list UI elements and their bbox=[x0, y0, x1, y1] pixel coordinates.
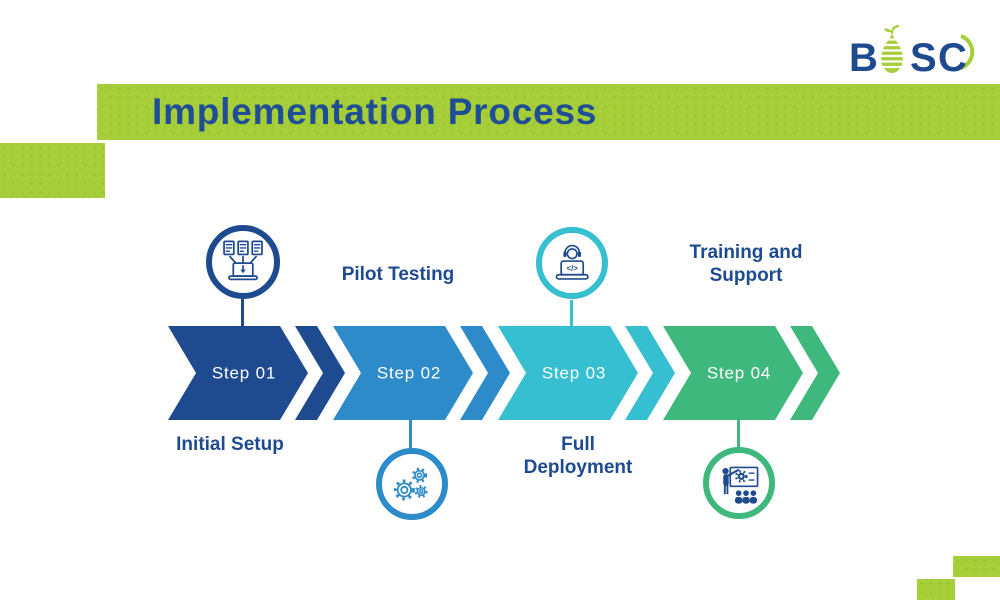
step-02-name: Pilot Testing bbox=[341, 264, 455, 285]
logo-letter-c: C bbox=[938, 36, 967, 79]
page-title: Implementation Process bbox=[152, 91, 598, 132]
step-03-icon-circle: </> bbox=[536, 227, 608, 299]
svg-text:</>: </> bbox=[566, 264, 578, 273]
support-agent-laptop-code-icon: </> bbox=[555, 244, 589, 280]
logo-letter-s: S bbox=[910, 36, 937, 79]
step-04-connector bbox=[737, 420, 740, 448]
bosc-logo-graphic: B S C bbox=[849, 24, 975, 80]
decor-block-left bbox=[0, 143, 105, 198]
logo-green-crescent bbox=[960, 34, 975, 70]
title-band: Implementation Process bbox=[97, 84, 1000, 140]
step-01-icon-circle bbox=[206, 225, 280, 299]
gears-icon bbox=[393, 467, 428, 501]
step-03-arrow: Step 03 bbox=[498, 326, 675, 420]
step-01-label: Step 01 bbox=[212, 364, 276, 383]
step-04-icon-circle bbox=[703, 447, 775, 519]
decor-block-bottom-right-lower bbox=[917, 579, 955, 600]
striped-pear-icon bbox=[881, 24, 903, 73]
step-03-connector bbox=[570, 300, 573, 327]
step-02-connector bbox=[409, 420, 412, 449]
process-arrow-row: Step 01 Step 02 Step 03 Step 04 bbox=[168, 326, 840, 420]
step-02-icon-circle bbox=[376, 448, 448, 520]
step-01-connector bbox=[241, 299, 244, 326]
step-01-arrow: Step 01 bbox=[168, 326, 345, 420]
step-02-arrow: Step 02 bbox=[333, 326, 510, 420]
logo-letter-b: B bbox=[849, 36, 878, 79]
documents-download-laptop-icon bbox=[223, 240, 263, 281]
bosc-logo: B S C bbox=[848, 24, 988, 80]
trainer-presentation-audience-icon bbox=[722, 466, 759, 504]
step-04-arrow: Step 04 bbox=[663, 326, 840, 420]
step-02-label: Step 02 bbox=[377, 364, 441, 383]
step-04-label: Step 04 bbox=[707, 364, 771, 383]
decor-block-bottom-right-upper bbox=[953, 556, 1000, 577]
step-04-name: Training and Support bbox=[689, 242, 803, 286]
step-03-name: Full Deployment bbox=[523, 434, 633, 478]
step-03-label: Step 03 bbox=[542, 364, 606, 383]
step-01-name: Initial Setup bbox=[176, 434, 284, 455]
